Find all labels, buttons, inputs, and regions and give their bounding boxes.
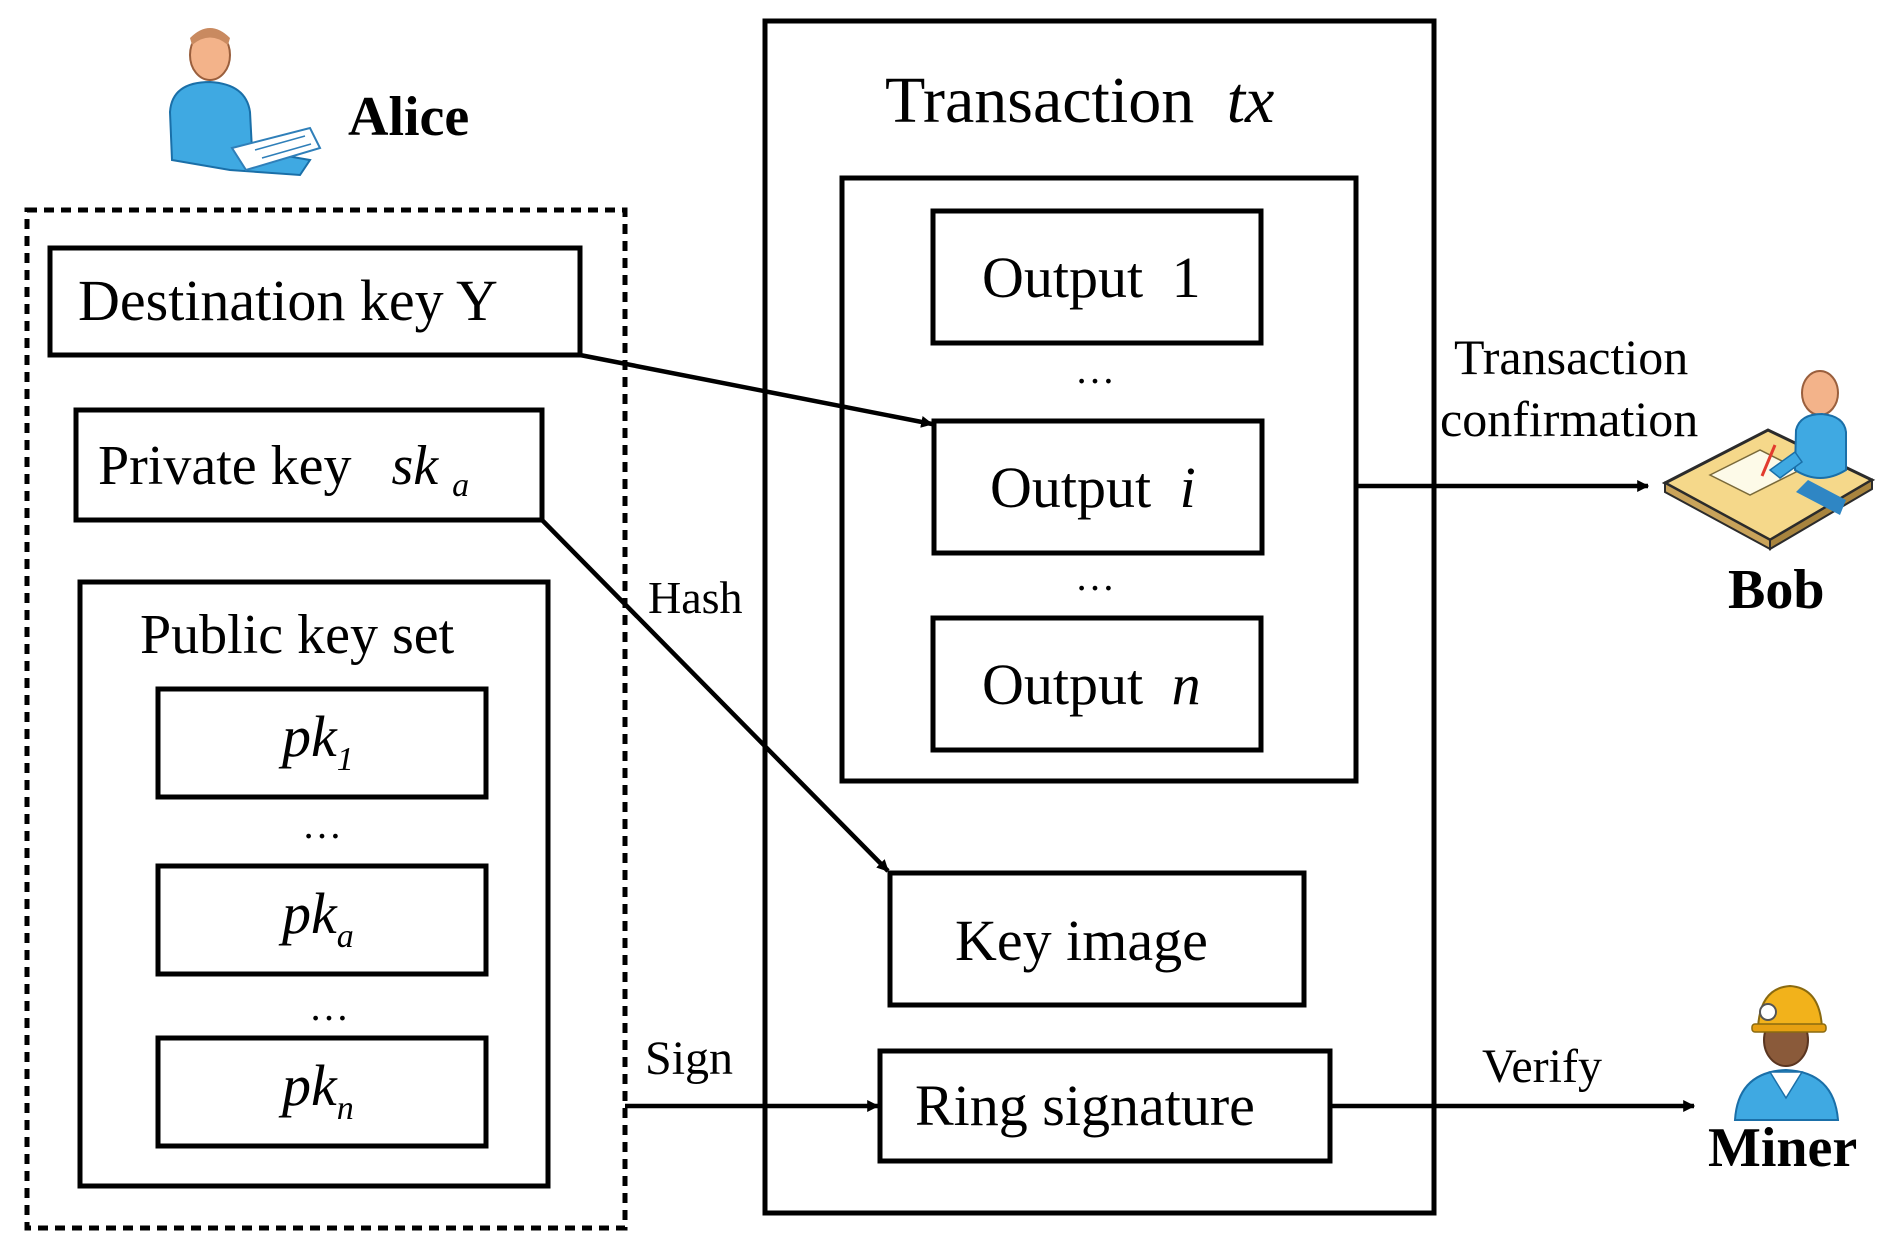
destination-key-label: Destination key Y bbox=[78, 268, 498, 333]
public-key-1-box bbox=[155, 686, 489, 800]
public-key-set-title: Public key set bbox=[140, 604, 455, 666]
alice-key-container bbox=[24, 207, 628, 1231]
verify-edge-label: Verify bbox=[1482, 1040, 1602, 1093]
public-key-a-box bbox=[155, 863, 489, 977]
hash-arrow bbox=[540, 518, 890, 873]
bob-label: Bob bbox=[1728, 559, 1825, 621]
key-image-label: Key image bbox=[955, 908, 1208, 973]
output-i-label: Output i bbox=[990, 455, 1196, 520]
ring-signature-label: Ring signature bbox=[915, 1073, 1255, 1138]
public-key-ellipsis-2: … bbox=[309, 984, 349, 1029]
alice-person-icon bbox=[168, 28, 322, 177]
private-key-subscript: a bbox=[452, 467, 469, 504]
destination-to-output-arrow bbox=[579, 352, 934, 428]
public-key-ellipsis-1: … bbox=[302, 802, 342, 847]
bob-person-icon bbox=[1661, 370, 1876, 551]
output-ellipsis-2: … bbox=[1075, 554, 1115, 599]
hash-edge-label: Hash bbox=[648, 572, 743, 623]
output-1-label: Output 1 bbox=[982, 245, 1201, 310]
output-n-label: Output n bbox=[982, 652, 1201, 717]
private-key-box bbox=[73, 407, 545, 523]
public-key-n-label: pkn bbox=[278, 1053, 354, 1127]
public-key-n-box bbox=[155, 1035, 489, 1149]
output-i-box bbox=[931, 418, 1265, 556]
miner-person-icon bbox=[1733, 984, 1840, 1121]
public-key-a-label: pka bbox=[278, 881, 354, 955]
miner-label: Miner bbox=[1708, 1117, 1857, 1179]
transaction-title: Transaction tx bbox=[885, 64, 1274, 137]
destination-key-box bbox=[47, 245, 583, 358]
output-n-box bbox=[930, 615, 1264, 753]
public-key-1-label: pk1 bbox=[278, 704, 354, 778]
ring-signature-box bbox=[877, 1048, 1333, 1164]
private-key-label: Private key bbox=[98, 435, 351, 497]
sign-edge-label: Sign bbox=[645, 1032, 733, 1085]
output-1-box bbox=[930, 208, 1264, 346]
confirmation-label-line1: Transaction bbox=[1454, 329, 1688, 385]
key-image-box bbox=[887, 870, 1307, 1008]
private-key-symbol: sk bbox=[391, 435, 439, 497]
output-ellipsis-1: … bbox=[1075, 347, 1115, 392]
alice-label: Alice bbox=[348, 86, 469, 148]
confirmation-label-line2: confirmation bbox=[1440, 391, 1698, 447]
svg-text:Private key sk a: Private key sk a bbox=[98, 435, 469, 504]
transaction-box bbox=[762, 18, 1437, 1216]
